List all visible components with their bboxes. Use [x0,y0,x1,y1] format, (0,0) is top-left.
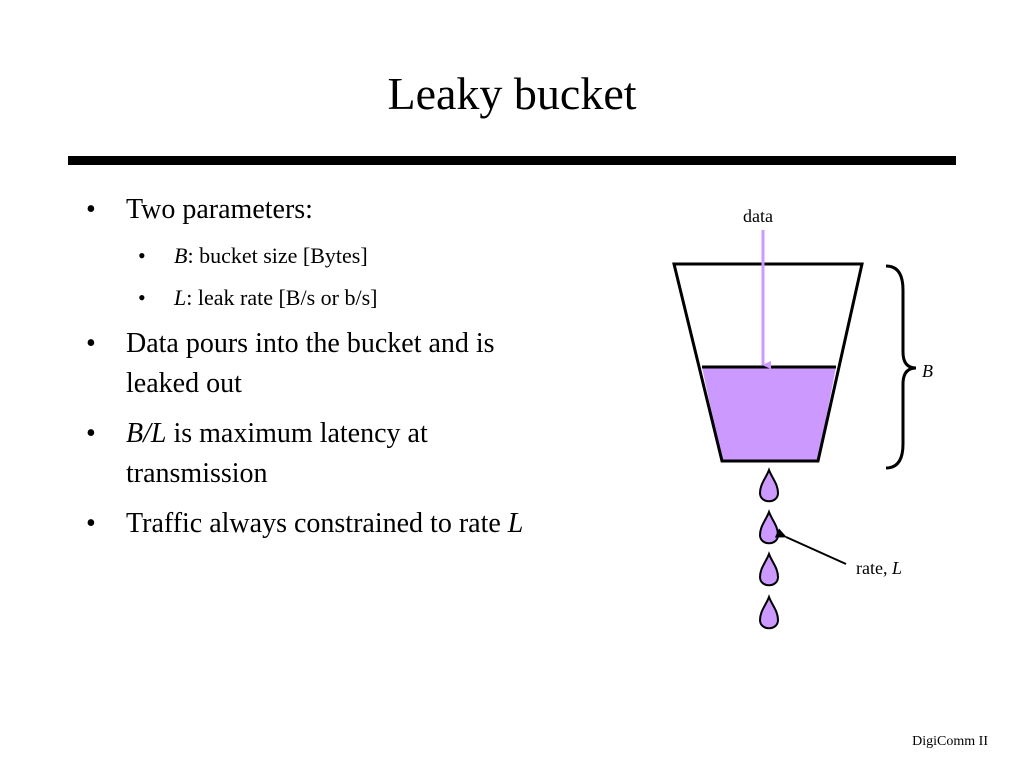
subbullet-bucket-size: • B: bucket size [Bytes] [138,236,526,276]
title-divider [68,156,956,165]
bullet-dot: • [86,508,96,539]
data-label: data [743,206,773,226]
bullet-list: • Two parameters: • B: bucket size [Byte… [86,190,526,554]
var-l: L [507,508,524,539]
bullet-dot: • [138,243,146,268]
leak-drop [758,509,780,545]
size-brace [885,264,917,470]
rate-label: rate, L [856,558,902,578]
leak-drop [758,594,780,630]
bullet-text: Data pours into the bucket and is leaked… [126,328,495,399]
footer-label: DigiComm II [912,734,988,749]
var-l: L [174,285,187,310]
bullet-traffic: • Traffic always constrained to rate L [86,504,526,544]
rate-pointer-arrow [774,528,847,565]
rate-var: L [891,558,902,578]
bullet-text: Traffic always constrained to rate [126,508,508,539]
bullet-dot: • [138,285,146,310]
bucket-size-label: B [922,361,933,381]
bucket-liquid [702,367,836,461]
bucket-outline [672,262,864,463]
bullet-text: Two parameters: [126,194,313,225]
bullet-text: : bucket size [Bytes] [187,243,368,268]
bullet-dot: • [86,418,96,449]
bullet-dot: • [86,328,96,359]
leak-drop [758,551,780,587]
bullet-text: is maximum latency at transmission [126,418,428,489]
bullet-dot: • [86,194,96,225]
bullet-data-pours: • Data pours into the bucket and is leak… [86,324,526,404]
bullet-parameters: • Two parameters: [86,190,526,230]
slide-title: Leaky bucket [387,68,637,119]
bullet-latency: • B/L is maximum latency at transmission [86,414,526,494]
leak-drops [758,467,780,630]
subbullet-leak-rate: • L: leak rate [B/s or b/s] [138,278,526,318]
bullet-text: : leak rate [B/s or b/s] [186,285,378,310]
var-b-over-l: B/L [126,418,167,449]
leak-drop [758,467,780,503]
var-b: B [174,243,188,268]
